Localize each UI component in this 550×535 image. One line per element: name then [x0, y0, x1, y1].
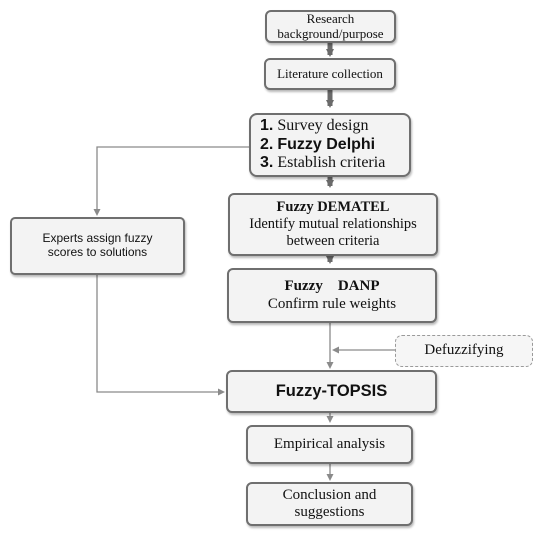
step-2: 2. Fuzzy Delphi: [260, 136, 385, 154]
step-1: 1. Survey design: [260, 117, 385, 135]
dematel-line2: between criteria: [286, 232, 380, 249]
experts-box: Experts assign fuzzy scores to solutions: [10, 217, 185, 275]
danp-box: Fuzzy DANP Confirm rule weights: [227, 268, 437, 323]
research-box: Research background/purpose: [265, 10, 396, 43]
topsis-label: Fuzzy-TOPSIS: [275, 382, 388, 401]
literature-label: Literature collection: [277, 65, 383, 81]
steps-box: 1. Survey design 2. Fuzzy Delphi 3. Esta…: [249, 113, 411, 177]
dematel-title: Fuzzy DEMATEL: [276, 199, 390, 216]
defuzzifying-label: Defuzzifying: [424, 342, 504, 359]
dematel-line1: Identify mutual relationships: [249, 216, 417, 233]
step-2-number: 2.: [260, 135, 274, 153]
dematel-box: Fuzzy DEMATEL Identify mutual relationsh…: [228, 193, 438, 256]
experts-line2: scores to solutions: [47, 245, 148, 259]
defuzzifying-box: Defuzzifying: [395, 335, 533, 367]
conclusion-box: Conclusion and suggestions: [246, 482, 413, 526]
danp-line1: Confirm rule weights: [267, 295, 397, 312]
literature-box: Literature collection: [264, 58, 396, 90]
step-3-text: Establish criteria: [277, 154, 386, 172]
danp-title: Fuzzy DANP: [284, 278, 380, 295]
step-1-text: Survey design: [277, 117, 369, 135]
line-steps-experts: [93, 146, 258, 216]
thin-lines: [93, 146, 395, 481]
steps-list: 1. Survey design 2. Fuzzy Delphi 3. Esta…: [260, 117, 385, 172]
experts-line1: Experts assign fuzzy: [42, 231, 153, 246]
research-line2: background/purpose: [277, 25, 384, 41]
step-3-number: 3.: [260, 154, 274, 172]
conclusion-line1: Conclusion and: [282, 486, 377, 503]
step-1-number: 1.: [260, 117, 274, 135]
line-experts-topsis: [96, 275, 225, 396]
step-3: 3. Establish criteria: [260, 154, 385, 172]
topsis-box: Fuzzy-TOPSIS: [226, 370, 437, 413]
empirical-box: Empirical analysis: [246, 425, 413, 464]
step-2-text: Fuzzy Delphi: [277, 135, 376, 153]
empirical-label: Empirical analysis: [273, 435, 386, 452]
conclusion-line2: suggestions: [294, 504, 365, 520]
research-line1: Research: [306, 10, 355, 26]
